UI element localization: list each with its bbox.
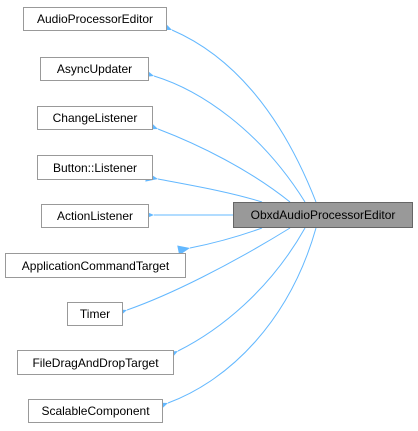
node-scalablecomponent[interactable]: ScalableComponent bbox=[28, 399, 163, 423]
node-timer[interactable]: Timer bbox=[67, 302, 123, 326]
node-label: ActionListener bbox=[56, 209, 134, 223]
node-applicationcommandtarget[interactable]: ApplicationCommandTarget bbox=[5, 253, 186, 278]
edge-changelistener bbox=[145, 120, 291, 203]
node-button-listener[interactable]: Button::Listener bbox=[37, 155, 153, 180]
edge-filedraganddroptarget bbox=[165, 227, 306, 361]
node-label: ScalableComponent bbox=[41, 404, 150, 418]
node-changelistener[interactable]: ChangeListener bbox=[37, 106, 153, 130]
node-obxdaudioprocessoreditor: ObxdAudioProcessorEditor bbox=[233, 202, 413, 228]
edge-timer bbox=[114, 227, 291, 319]
node-label: Timer bbox=[79, 307, 111, 321]
node-asyncupdater[interactable]: AsyncUpdater bbox=[40, 57, 149, 81]
edge-audioprocessoreditor bbox=[159, 20, 317, 203]
edge-asyncupdater bbox=[141, 67, 306, 203]
node-label: FileDragAndDropTarget bbox=[32, 355, 159, 370]
node-filedraganddroptarget[interactable]: FileDragAndDropTarget bbox=[17, 350, 174, 375]
edge-buttonlistener bbox=[145, 171, 263, 203]
node-audioprocessoreditor[interactable]: AudioProcessorEditor bbox=[23, 7, 167, 31]
node-label: ObxdAudioProcessorEditor bbox=[250, 208, 396, 222]
edge-applicationcommandtarget bbox=[177, 227, 263, 256]
node-label: ApplicationCommandTarget bbox=[21, 258, 170, 273]
node-actionlistener[interactable]: ActionListener bbox=[41, 204, 149, 228]
node-label: AsyncUpdater bbox=[56, 62, 133, 76]
edge-scalablecomponent bbox=[155, 227, 317, 412]
node-label: AudioProcessorEditor bbox=[36, 12, 154, 26]
node-label: ChangeListener bbox=[52, 111, 138, 125]
node-label: Button::Listener bbox=[52, 160, 138, 175]
